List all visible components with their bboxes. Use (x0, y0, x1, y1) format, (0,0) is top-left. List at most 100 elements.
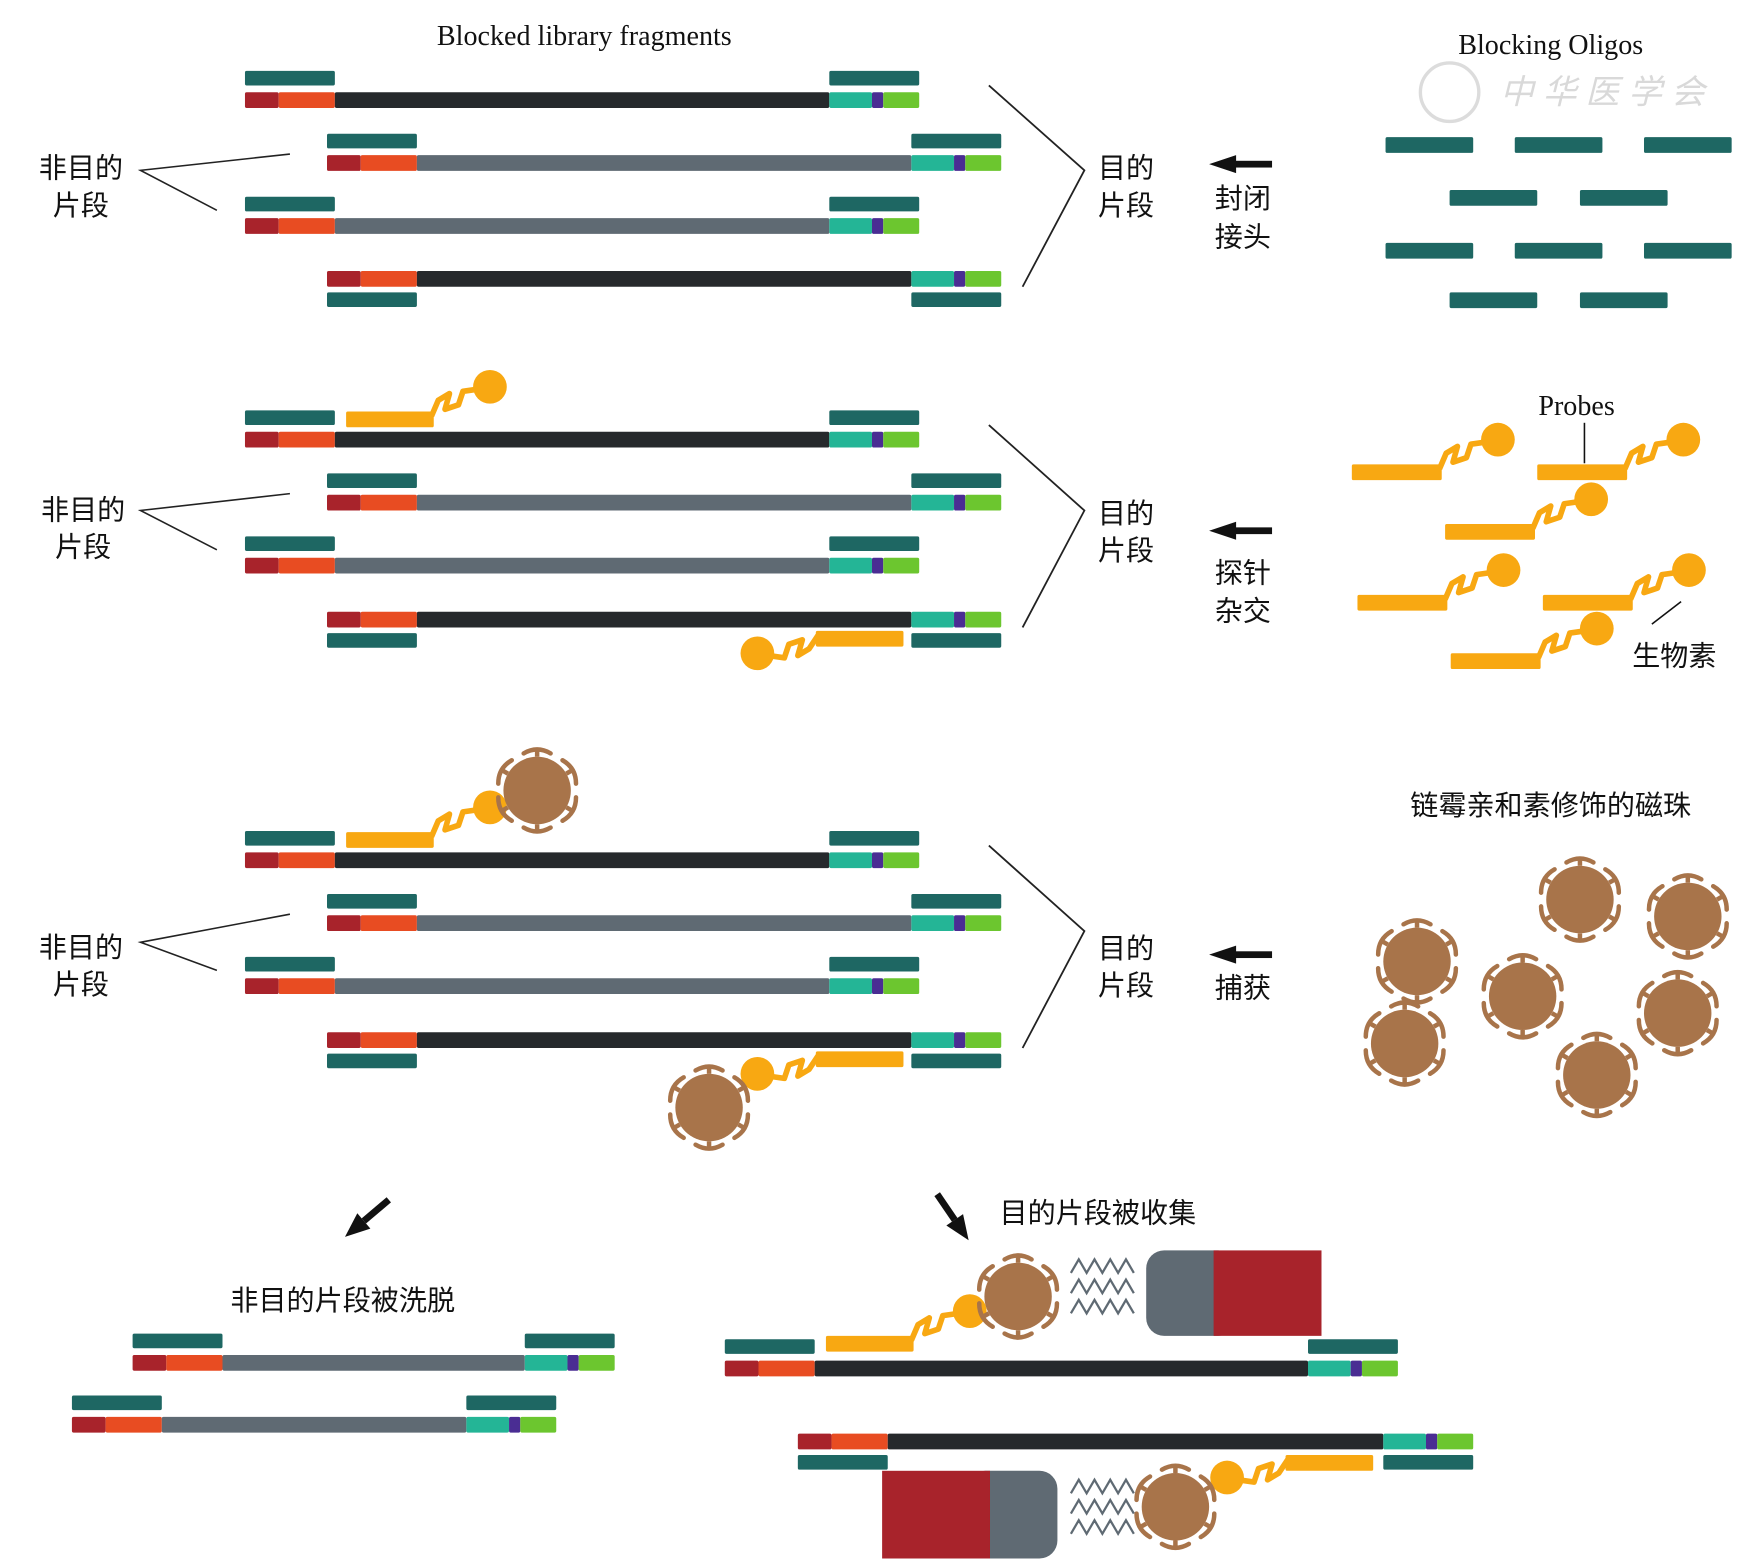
blocking-oligo (829, 830, 920, 846)
blocking-oligo (829, 410, 920, 426)
probe (1210, 1455, 1374, 1495)
adapter-p5-red (327, 1032, 361, 1048)
probe-linker (1237, 1457, 1291, 1485)
adapter-p5-red (244, 218, 279, 234)
adapter-p7-green (1437, 1433, 1474, 1450)
adapter-p7-teal (911, 1032, 955, 1048)
streptavidin-arm (1198, 1511, 1217, 1540)
bead-core (984, 1262, 1052, 1331)
adapter-p7-teal (911, 494, 955, 511)
biotin-icon (1672, 553, 1706, 587)
blocking-oligo-legend (1643, 137, 1732, 153)
probe-body (825, 1335, 914, 1352)
bead-core (1141, 1473, 1210, 1541)
streptavidin-arm (1401, 918, 1433, 927)
magnetic-field-icon (1069, 1257, 1135, 1316)
adapter-p7-teal (911, 270, 955, 287)
streptavidin-arm (1134, 1474, 1153, 1503)
streptavidin-bead-icon (1538, 856, 1622, 943)
adapter-p7-teal (829, 557, 873, 574)
index-purple (509, 1416, 521, 1433)
index-purple (872, 557, 884, 574)
biotin-label: 生物素 (1632, 640, 1716, 673)
adapter-p5-orange (278, 978, 335, 995)
adapter-p7-green (965, 270, 1002, 287)
target-fragment (797, 1433, 1474, 1470)
target-fragment (244, 410, 920, 448)
blocking-oligo (244, 536, 335, 551)
streptavidin-arm (1388, 1078, 1421, 1087)
probes-label: Probes (1538, 391, 1614, 422)
streptavidin-arm (560, 795, 579, 823)
target-bracket (988, 844, 1086, 1049)
probe-body (1357, 594, 1448, 611)
blocking-oligo (829, 70, 920, 86)
streptavidin-arm (1555, 1079, 1574, 1108)
streptavidin-arm (521, 747, 553, 756)
insert-region (334, 431, 830, 448)
target-fragment (724, 1339, 1398, 1377)
adapter-p7-teal (911, 915, 955, 932)
streptavidin-arm (1619, 1079, 1638, 1108)
insert-region (334, 218, 830, 234)
adapter-p5-orange (360, 915, 417, 932)
blocking-oligo-legend (1514, 242, 1603, 259)
blocking-oligo (327, 133, 417, 149)
streptavidin-arm (976, 1264, 995, 1292)
streptavidin-arm (1159, 1541, 1192, 1551)
insert-region (161, 1416, 467, 1433)
adapter-p5-red (327, 494, 361, 511)
streptavidin-bead-icon (1375, 918, 1459, 1005)
target-fragment (327, 1032, 1002, 1069)
target-fragment (327, 270, 1002, 307)
probe (1351, 422, 1515, 481)
adapter-p5-orange (360, 611, 417, 628)
blocking-oligo (797, 1455, 888, 1470)
nontarget-pointer (137, 153, 291, 211)
probe-linker (908, 1310, 959, 1342)
adapter-p5-red (327, 270, 361, 287)
arrow-head (946, 1214, 969, 1241)
adapter-p5-orange (278, 557, 335, 574)
probe-body (346, 832, 434, 848)
streptavidin-arm (1555, 1042, 1574, 1071)
fragments-layer (71, 70, 1474, 1470)
streptavidin-arm (560, 758, 579, 786)
magnet-icon (1146, 1250, 1322, 1336)
index-purple (872, 92, 884, 108)
arrow-head (344, 1213, 371, 1237)
adapter-p7-teal (1383, 1433, 1426, 1450)
target-bracket (988, 424, 1086, 628)
streptavidin-arm (1159, 1463, 1192, 1472)
adapter-p7-teal (829, 978, 873, 995)
blocking-oligo (244, 70, 335, 86)
adapter-p5-orange (166, 1354, 223, 1371)
adapter-p7-teal (466, 1416, 510, 1433)
blocking-oligo (911, 633, 1002, 648)
adapter-p7-green (965, 1032, 1002, 1048)
blocking-oligo-legend (1385, 242, 1474, 259)
blocking-oligo (327, 893, 417, 909)
probe-linker (1436, 439, 1488, 471)
bead-core (1546, 865, 1614, 934)
streptavidin-arm (1506, 952, 1539, 962)
field-wave (1069, 1297, 1135, 1316)
probe (1445, 482, 1609, 540)
adapter-p5-orange (278, 431, 335, 448)
probe (1537, 422, 1701, 481)
streptavidin-arm (1710, 921, 1729, 949)
adapter-p7-teal (829, 218, 873, 234)
magnetic-field-icon (1069, 1477, 1135, 1536)
streptavidin-arm (1700, 1017, 1719, 1046)
streptavidin-arm (1002, 1331, 1034, 1340)
blocking-oligo (132, 1333, 223, 1349)
blocking-oligos-label: Blocking Oligos (1458, 30, 1643, 61)
streptavidin-arm (732, 1112, 751, 1141)
streptavidin-arm (1661, 1047, 1694, 1057)
nontarget-pointer (137, 913, 291, 972)
adapter-p7-teal (1308, 1360, 1351, 1377)
probe-body (1445, 523, 1535, 540)
streptavidin-arm (1388, 1000, 1421, 1009)
streptavidin-bead-icon (1555, 1031, 1638, 1119)
nontarget-label-3b: 片段 (53, 968, 109, 1001)
